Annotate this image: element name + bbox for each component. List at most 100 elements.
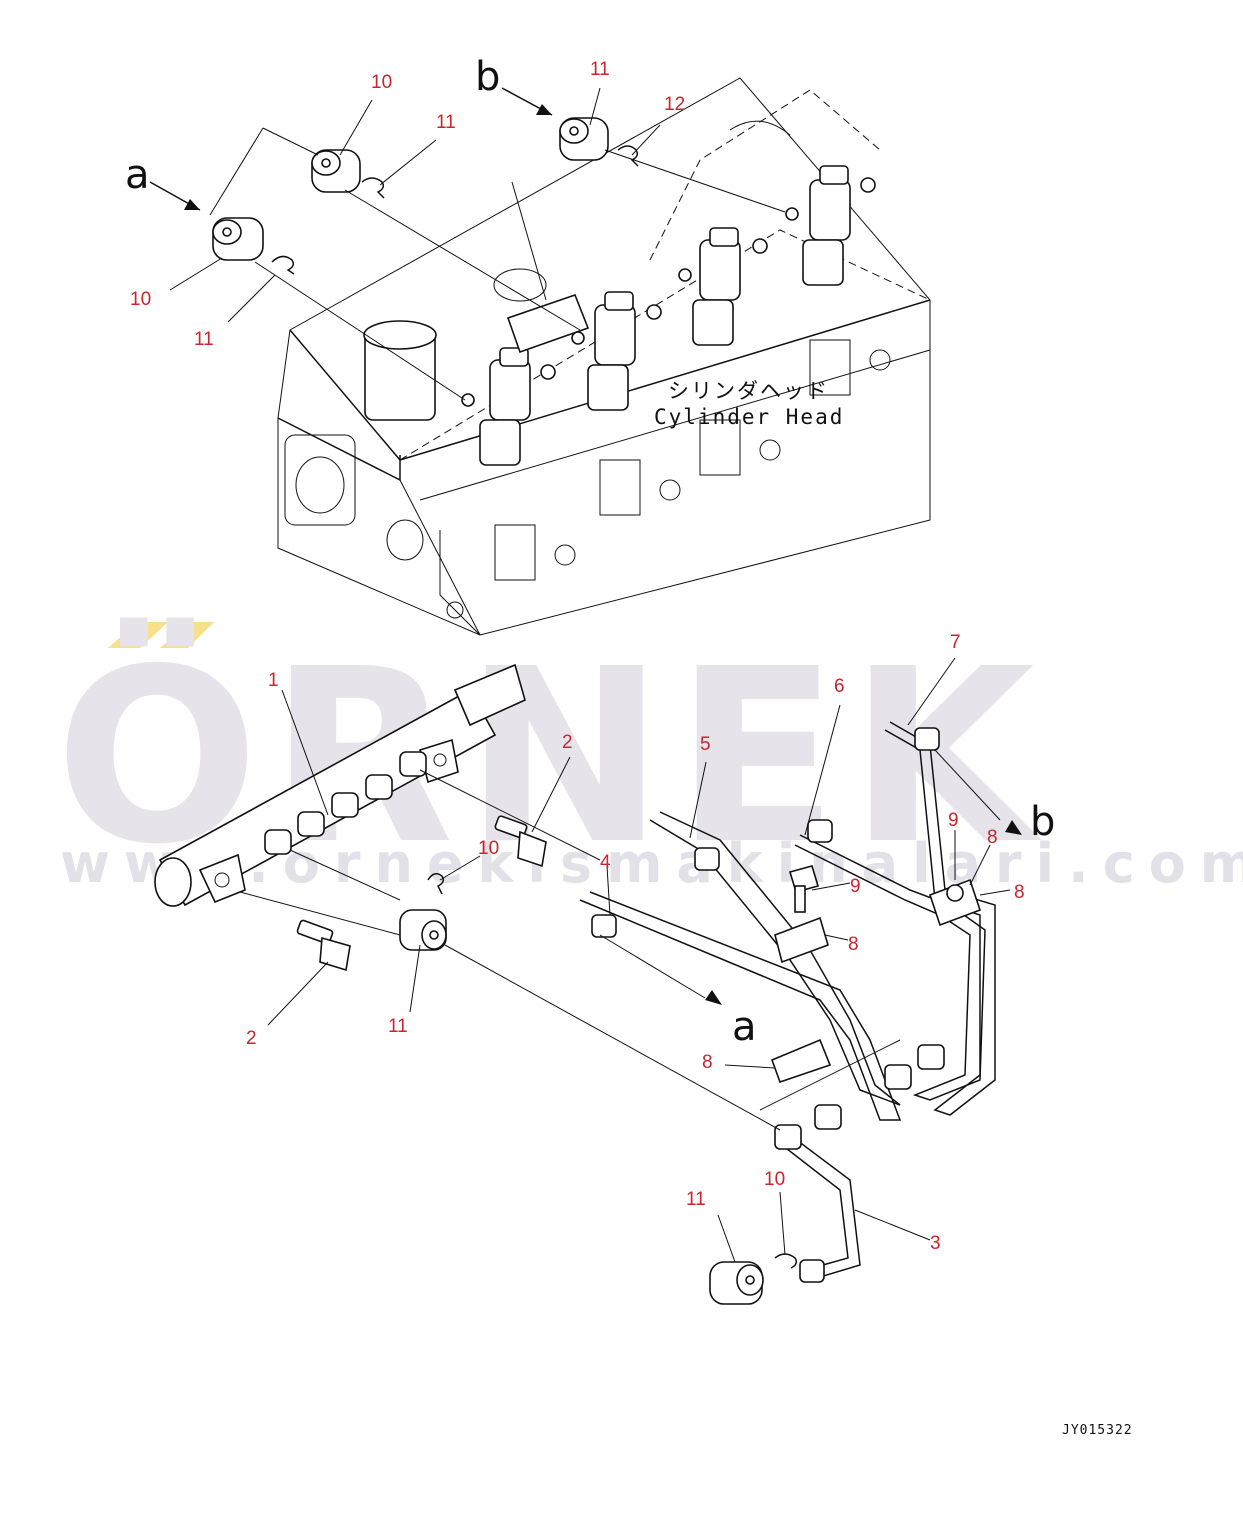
callout-9: 9 <box>948 810 959 831</box>
clamp-bolt <box>788 865 820 913</box>
arrow-a-label-upper: a <box>125 152 150 198</box>
exhaust-port-2 <box>599 459 641 516</box>
tube-6-nut-rail <box>917 1044 945 1070</box>
callout-10: 11 <box>388 1016 408 1037</box>
tube-5 <box>649 811 901 1106</box>
tube-4-nut-rail <box>814 1104 842 1130</box>
bolt-hole-5 <box>446 601 464 619</box>
injector-4 <box>785 165 876 286</box>
cylinder-head-label-jp: シリンダヘッド <box>668 379 829 403</box>
tube-3-nut-rail <box>774 1124 802 1150</box>
clip-rail <box>427 873 445 895</box>
document-id: JY015322 <box>1062 1423 1133 1438</box>
injector-1 <box>461 347 556 466</box>
exhaust-port-3 <box>699 419 741 476</box>
callout-11: 12 <box>664 94 685 115</box>
bolt-hole-1 <box>554 544 576 566</box>
clip-left <box>271 255 295 275</box>
sleeve-left <box>212 217 264 261</box>
callout-10: 11 <box>590 59 610 80</box>
callout-8: 8 <box>702 1052 713 1073</box>
head-outline <box>277 77 931 636</box>
callout-5: 5 <box>700 734 711 755</box>
bolt-hole-3 <box>759 439 781 461</box>
injector-3 <box>678 227 768 346</box>
exhaust-port-4 <box>809 339 851 396</box>
callout-8: 8 <box>987 827 998 848</box>
upper-sleeves <box>212 117 639 275</box>
callout-3: 3 <box>930 1233 941 1254</box>
head-side-hole <box>386 519 424 561</box>
head-mid-edge <box>419 349 931 501</box>
lower-leaders <box>239 657 1011 1263</box>
tube-7-nut <box>914 727 940 751</box>
tube-clamps <box>770 865 982 1084</box>
arrow-b-lower: b <box>1005 799 1055 845</box>
tube-4-nut <box>591 914 617 938</box>
callout-11: 11 <box>194 329 214 350</box>
common-rail <box>154 663 526 907</box>
bolt-hole-2 <box>659 479 681 501</box>
callout-2: 2 <box>562 732 573 753</box>
callout-8: 8 <box>848 934 859 955</box>
injection-tubes <box>579 721 996 1283</box>
cylinder-head-drawing: シリンダヘッド Cylinder Head <box>277 77 931 636</box>
thermostat-port <box>363 320 437 350</box>
head-low-edge <box>439 530 481 636</box>
callout-11: 10 <box>764 1169 785 1190</box>
watermark-accent-left <box>108 622 168 648</box>
sleeve-top-left <box>311 149 361 193</box>
rail-mount-bracket-left <box>198 853 246 904</box>
label-plate <box>506 293 590 354</box>
head-end-hole <box>295 456 345 514</box>
watermark-accent-right <box>160 622 214 648</box>
cylinder-head-label-en: Cylinder Head <box>654 405 844 429</box>
tube-3-nut-injector <box>799 1259 825 1283</box>
tube-3 <box>781 1134 861 1281</box>
clip-lower <box>774 1253 798 1269</box>
arrow-a-label-lower: a <box>732 1004 757 1050</box>
callout-6: 6 <box>834 676 845 697</box>
injector-2 <box>571 291 662 411</box>
callout-9: 9 <box>850 876 861 897</box>
callout-10: 10 <box>371 72 392 93</box>
clamp-upper-bolt <box>946 884 964 902</box>
tube-7 <box>884 721 996 1116</box>
rail-pressure-sensor <box>453 663 526 727</box>
arrow-b-label-lower: b <box>1030 799 1055 845</box>
bolt-right <box>494 815 547 868</box>
callout-2: 2 <box>246 1028 257 1049</box>
arrow-b-upper: b <box>475 54 553 116</box>
tube-4 <box>579 891 902 1121</box>
tube-6-nut <box>807 819 833 843</box>
arrow-a-lower: a <box>705 990 757 1050</box>
head-dash-rear <box>649 89 881 261</box>
upper-leaders <box>169 87 786 401</box>
rail-outlets <box>264 751 427 855</box>
clamp-middle <box>774 916 829 964</box>
callout-10: 11 <box>686 1189 706 1210</box>
tube-5-nut <box>694 847 720 871</box>
callout-8: 8 <box>1014 882 1025 903</box>
clamp-lower <box>770 1038 832 1084</box>
head-port-rear <box>493 268 547 302</box>
arrow-a-upper: a <box>125 152 201 211</box>
exhaust-port-1 <box>494 524 536 581</box>
head-end-plate <box>284 434 356 526</box>
callout-10: 10 <box>130 289 151 310</box>
sleeve-lower <box>709 1253 798 1305</box>
rail-end-cap <box>154 857 192 907</box>
arrow-b-label-upper: b <box>475 54 500 100</box>
clip-top-left <box>361 177 385 199</box>
callout-11: 11 <box>436 112 456 133</box>
tube-5-nut-rail <box>884 1064 912 1090</box>
callout-4: 4 <box>600 852 611 873</box>
bolt-hole-4 <box>869 349 891 371</box>
head-crest <box>729 120 791 136</box>
callouts: 10 11 10 11 11 12 1 2 2 3 4 5 6 7 8 8 8 … <box>130 59 1025 1254</box>
head-front-edge <box>277 417 401 482</box>
bolt-lower <box>296 919 351 972</box>
callout-1: 1 <box>268 670 279 691</box>
sleeve-top-right <box>559 117 609 161</box>
